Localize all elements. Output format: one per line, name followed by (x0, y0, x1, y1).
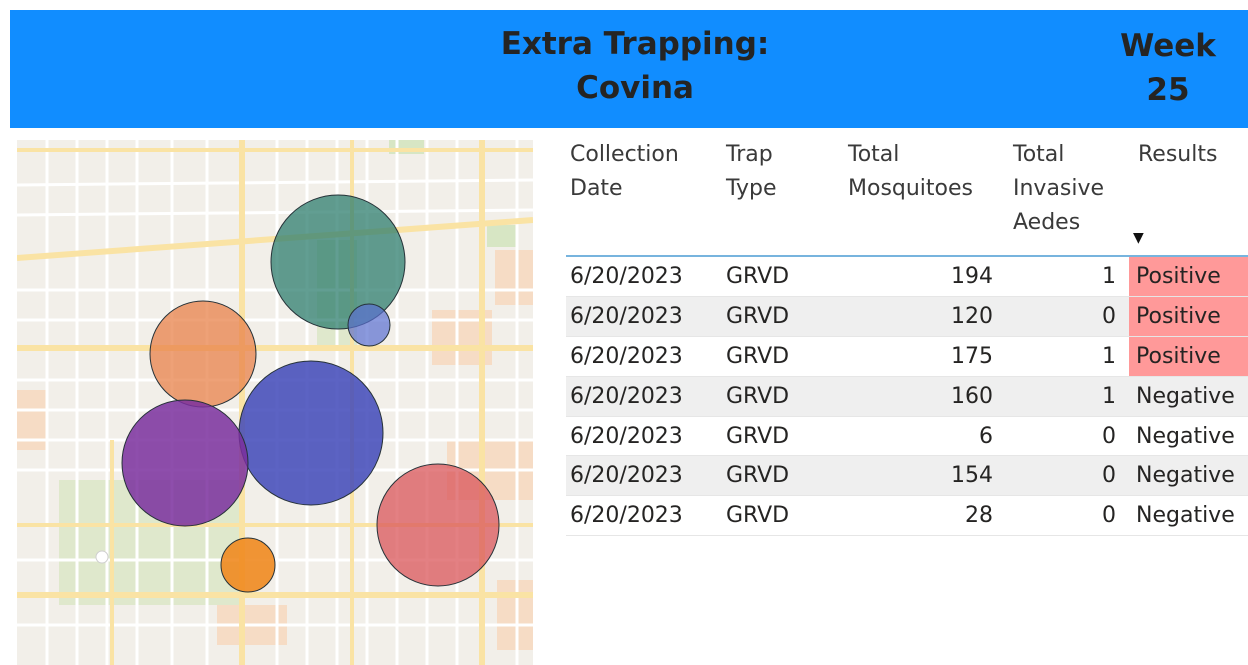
page-title: Extra Trapping: Covina (500, 26, 770, 106)
column-header-total-invasive-aedes[interactable]: Total Invasive Aedes (1013, 142, 1105, 235)
column-header-results[interactable]: Results (1138, 142, 1218, 167)
cell-collection-date: 6/20/2023 (570, 423, 683, 449)
cell-total-mosquitoes: 120 (951, 303, 993, 329)
trap-bubble-orange[interactable] (149, 300, 257, 408)
cell-total-mosquitoes: 6 (979, 423, 993, 449)
cell-result: Positive (1129, 336, 1248, 376)
column-header-trap-type[interactable]: Trap Type (726, 142, 777, 201)
cell-total-invasive-aedes: 1 (1102, 264, 1116, 289)
land-use-area (497, 580, 533, 650)
cell-trap-type: GRVD (726, 383, 790, 409)
week-label: Week 25 (1120, 28, 1216, 108)
column-header-total-mosquitoes[interactable]: Total Mosquitoes (848, 142, 974, 201)
cell-collection-date: 6/20/2023 (570, 503, 683, 529)
cell-total-invasive-aedes: 0 (1102, 503, 1116, 529)
cell-total-mosquitoes: 160 (951, 383, 993, 409)
table-header: Collection Date Trap Type Total Mosquito… (566, 138, 1248, 257)
cell-result: Positive (1129, 257, 1248, 296)
park-area (487, 225, 517, 247)
cell-result: Negative (1136, 463, 1235, 489)
trap-bubble-small-blue[interactable] (347, 303, 391, 347)
table-row: 6/20/2023 GRVD 160 1 Negative (566, 376, 1248, 417)
trap-bubble-teal[interactable] (270, 194, 406, 330)
cell-total-mosquitoes: 154 (951, 463, 993, 489)
cell-result: Positive (1129, 296, 1248, 336)
column-header-collection-date[interactable]: Collection Date (570, 142, 679, 201)
cell-total-mosquitoes: 194 (951, 264, 993, 289)
trap-bubble-blue[interactable] (238, 360, 384, 506)
cell-trap-type: GRVD (726, 503, 790, 529)
report-header: Extra Trapping: Covina Week 25 (10, 10, 1248, 128)
cell-result: Negative (1136, 423, 1235, 449)
table-row: 6/20/2023 GRVD 6 0 Negative (566, 417, 1248, 457)
trap-bubble-red[interactable] (376, 463, 500, 587)
cell-collection-date: 6/20/2023 (570, 463, 683, 489)
table-row: 6/20/2023 GRVD 28 0 Negative (566, 496, 1248, 537)
table-row: 6/20/2023 GRVD 194 1 Positive (566, 257, 1248, 297)
sort-descending-icon[interactable]: ▼ (1133, 230, 1144, 246)
trap-results-table: Collection Date Trap Type Total Mosquito… (566, 138, 1248, 537)
trap-bubbles (121, 194, 500, 593)
cell-collection-date: 6/20/2023 (570, 264, 683, 289)
cell-total-mosquitoes: 175 (951, 343, 993, 369)
cell-total-invasive-aedes: 0 (1102, 463, 1116, 489)
land-use-area (495, 250, 533, 305)
cell-trap-type: GRVD (726, 343, 790, 369)
cell-collection-date: 6/20/2023 (570, 303, 683, 329)
cell-total-invasive-aedes: 0 (1102, 303, 1116, 329)
table-row: 6/20/2023 GRVD 154 0 Negative (566, 456, 1248, 497)
cell-total-invasive-aedes: 0 (1102, 423, 1116, 449)
trap-bubble-purple[interactable] (121, 399, 249, 527)
cul-de-sac (95, 550, 109, 564)
cell-trap-type: GRVD (726, 264, 790, 289)
cell-result: Negative (1136, 383, 1235, 409)
cell-total-invasive-aedes: 1 (1102, 343, 1116, 369)
table-body: 6/20/2023 GRVD 194 1 Positive 6/20/2023 … (566, 257, 1248, 537)
cell-result: Negative (1136, 503, 1235, 529)
table-row: 6/20/2023 GRVD 175 1 Positive (566, 336, 1248, 377)
cell-collection-date: 6/20/2023 (570, 383, 683, 409)
cell-trap-type: GRVD (726, 303, 790, 329)
cell-total-invasive-aedes: 1 (1102, 383, 1116, 409)
cell-trap-type: GRVD (726, 423, 790, 449)
cell-collection-date: 6/20/2023 (570, 343, 683, 369)
cell-total-mosquitoes: 28 (965, 503, 993, 529)
trap-bubble-small-orange[interactable] (220, 537, 276, 593)
cell-trap-type: GRVD (726, 463, 790, 489)
trap-location-map[interactable] (17, 140, 533, 665)
table-row: 6/20/2023 GRVD 120 0 Positive (566, 296, 1248, 337)
map-canvas (17, 140, 533, 665)
